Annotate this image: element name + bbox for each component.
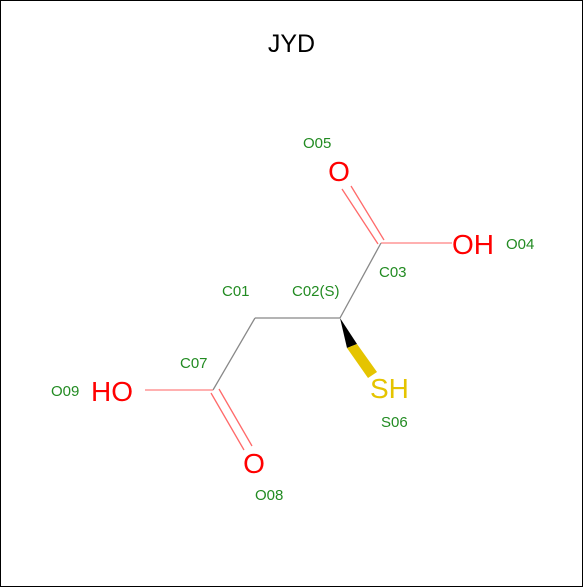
index-s06: S06 — [381, 414, 408, 431]
atom-o08: O — [243, 448, 265, 479]
index-c02: C02(S) — [292, 283, 340, 300]
bond-c03-o05-a — [341, 188, 379, 245]
atom-o09: HO — [91, 376, 133, 407]
index-c01: C01 — [222, 283, 250, 300]
index-o09: O09 — [51, 383, 79, 400]
index-o04: O04 — [506, 236, 534, 253]
index-c03: C03 — [379, 264, 407, 281]
wedge-yellow-part — [347, 344, 377, 378]
bond-c07-o08-a — [210, 392, 245, 451]
bond-c03-o05-b — [350, 185, 385, 241]
bonds — [145, 185, 452, 451]
index-o08: O08 — [255, 487, 283, 504]
stereo-wedge — [340, 318, 377, 378]
index-o05: O05 — [303, 135, 331, 152]
bond-c07-o08-b — [218, 388, 253, 447]
index-c07: C07 — [180, 355, 208, 372]
atom-s06: SH — [370, 373, 409, 404]
element-labels: O OH HO O SH — [91, 156, 494, 479]
bond-c01-c07 — [212, 317, 256, 391]
atom-o04: OH — [452, 229, 494, 260]
molecule-title: JYD — [267, 30, 316, 58]
wedge-black-part — [340, 318, 357, 348]
index-labels: O05 O04 C03 C02(S) C01 C07 O09 S06 O08 — [51, 135, 534, 504]
atom-o05: O — [328, 156, 350, 187]
bond-c02-c03 — [339, 242, 382, 319]
